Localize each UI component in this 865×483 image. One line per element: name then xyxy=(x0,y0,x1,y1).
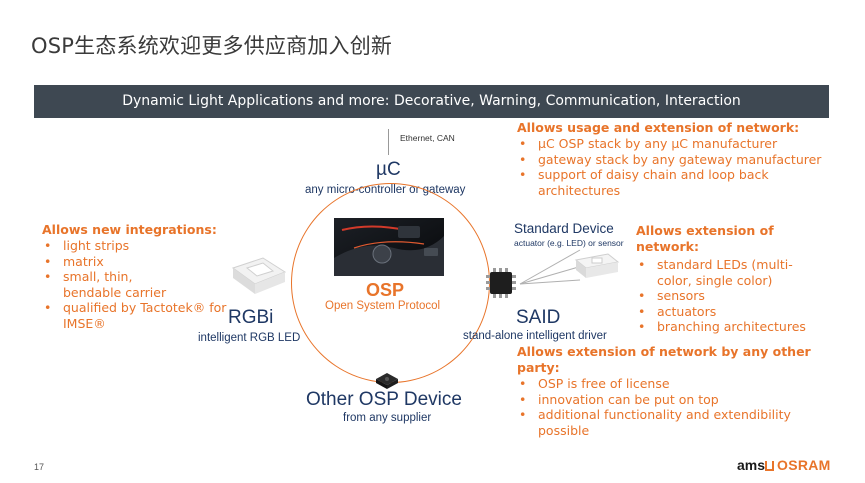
new-integrations-block: Allows new integrations: light strips ma… xyxy=(42,222,227,331)
rgbi-subtitle: intelligent RGB LED xyxy=(198,332,301,344)
extension-heading: Allows extension of network: xyxy=(636,223,774,254)
list-item: light strips xyxy=(42,238,227,254)
ams-logo-text: ams xyxy=(737,457,766,473)
new-integrations-list: light strips matrix small, thin, bendabl… xyxy=(42,238,227,331)
usage-extension-list: µC OSP stack by any µC manufacturer gate… xyxy=(517,136,827,198)
list-item: sensors xyxy=(636,288,816,304)
uc-name: µC xyxy=(376,159,401,180)
banner: Dynamic Light Applications and more: Dec… xyxy=(34,85,829,118)
list-item: OSP is free of license xyxy=(517,376,817,392)
said-name: SAID xyxy=(516,307,561,328)
list-item: standard LEDs (multi-color, single color… xyxy=(636,257,816,288)
list-item: small, thin, bendable carrier xyxy=(42,269,192,300)
list-item: matrix xyxy=(42,254,227,270)
osram-logo-text: OSRAM xyxy=(777,457,831,473)
list-item: additional functionality and extendibili… xyxy=(517,407,802,438)
list-item: gateway stack by any gateway manufacture… xyxy=(517,152,827,168)
extension-list: standard LEDs (multi-color, single color… xyxy=(636,257,816,335)
list-item: µC OSP stack by any µC manufacturer xyxy=(517,136,827,152)
osp-subtitle: Open System Protocol xyxy=(325,300,441,312)
new-integrations-heading: Allows new integrations: xyxy=(42,222,217,237)
standard-device-subtitle: actuator (e.g. LED) or sensor xyxy=(514,238,624,248)
usage-extension-block: Allows usage and extension of network: µ… xyxy=(517,120,827,198)
other-device-subtitle: from any supplier xyxy=(343,412,432,424)
list-item: qualified by Tactotek® for IMSE® xyxy=(42,300,227,331)
extension-block: Allows extension of network: standard LE… xyxy=(636,223,816,335)
other-device-chip-image xyxy=(374,371,400,391)
other-party-list: OSP is free of license innovation can be… xyxy=(517,376,817,438)
page-number: 17 xyxy=(34,462,45,472)
other-party-block: Allows extension of network by any other… xyxy=(517,344,817,438)
list-item: branching architectures xyxy=(636,319,816,335)
rgbi-led-image xyxy=(223,250,293,300)
other-party-heading: Allows extension of network by any other… xyxy=(517,344,811,375)
uc-connector-line xyxy=(388,129,389,155)
logo-mark-icon xyxy=(765,461,775,471)
list-item: innovation can be put on top xyxy=(517,392,817,408)
osp-label: OSP xyxy=(366,280,405,300)
car-interior-image xyxy=(334,218,444,276)
standard-led-image xyxy=(572,250,622,282)
said-subtitle: stand-alone intelligent driver xyxy=(463,330,607,342)
list-item: support of daisy chain and loop back arc… xyxy=(517,167,777,198)
said-connector-lines xyxy=(500,246,590,290)
slide-title: OSP生态系统欢迎更多供应商加入创新 xyxy=(31,34,393,58)
uc-top-label: Ethernet, CAN xyxy=(400,133,455,143)
standard-device-name: Standard Device xyxy=(514,221,614,236)
other-device-name: Other OSP Device xyxy=(306,389,462,410)
ams-osram-logo: ams OSRAM xyxy=(737,457,831,473)
usage-extension-heading: Allows usage and extension of network: xyxy=(517,120,800,135)
said-chip-image xyxy=(484,266,518,300)
list-item: actuators xyxy=(636,304,816,320)
rgbi-name: RGBi xyxy=(228,307,274,328)
